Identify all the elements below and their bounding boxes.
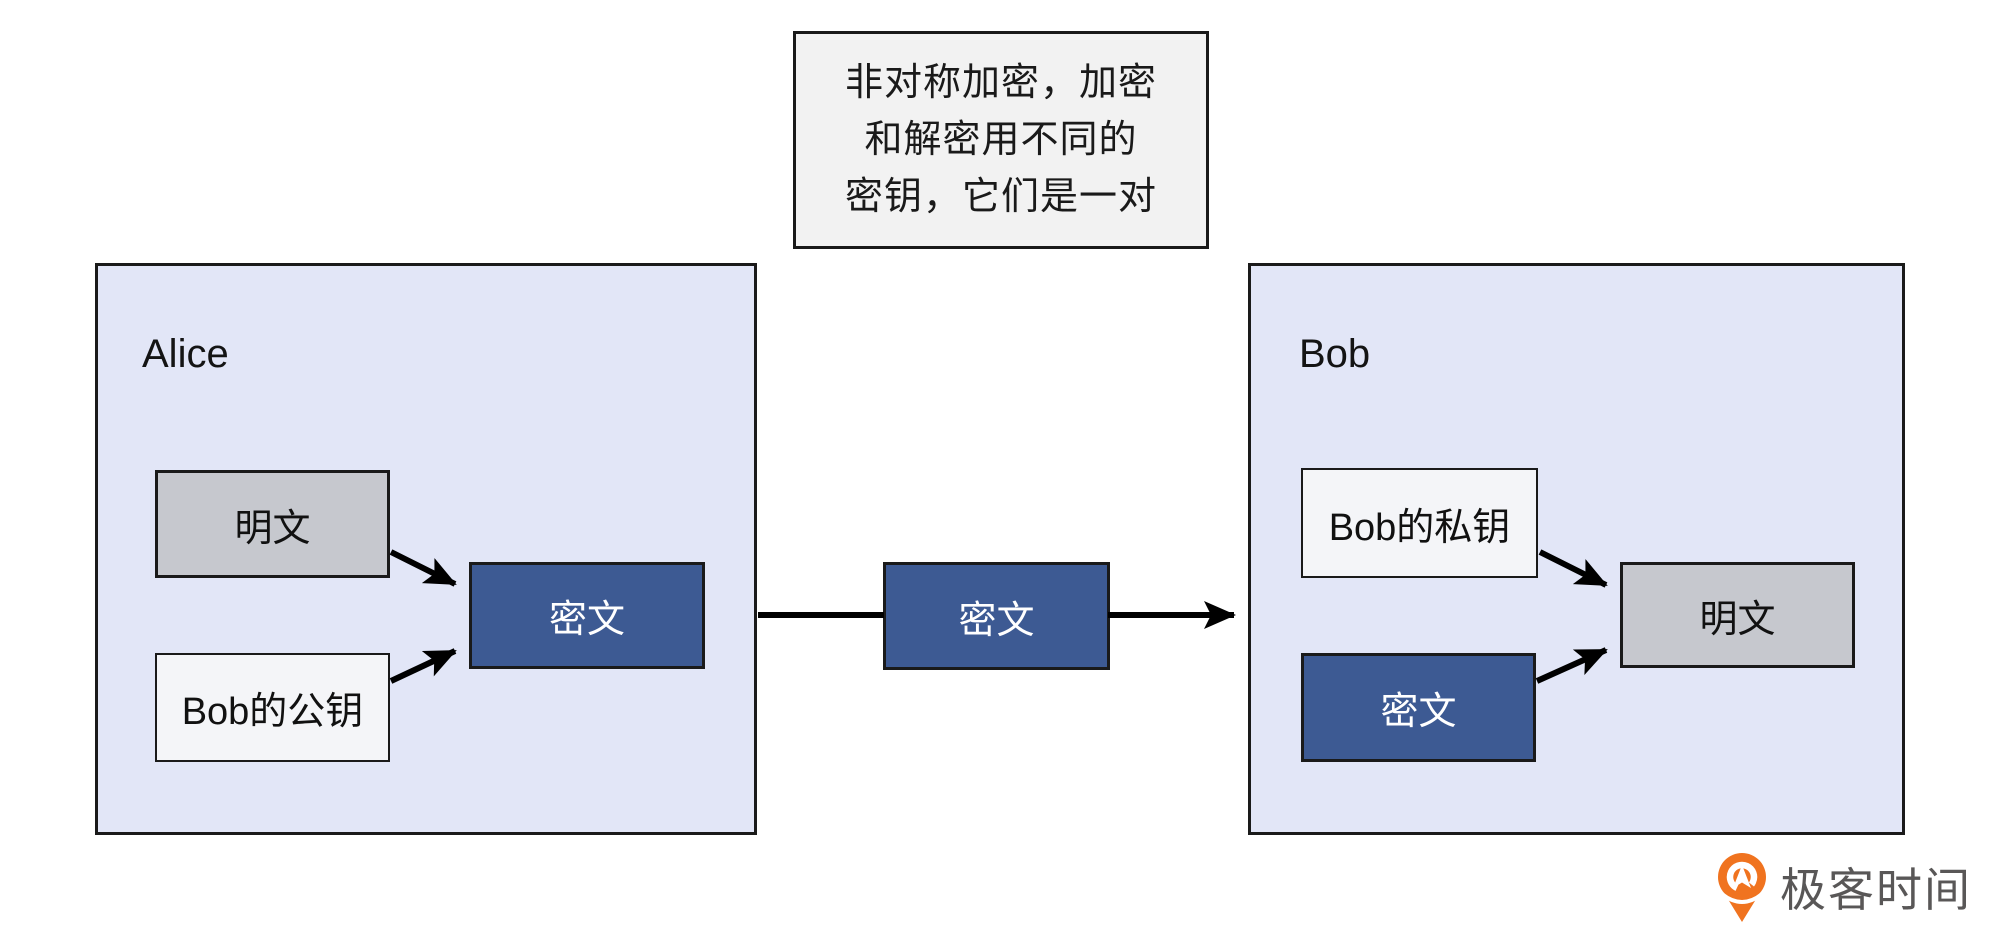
alice-ciphertext-box: 密文 [469, 562, 705, 669]
annotation-note: 非对称加密，加密 和解密用不同的 密钥，它们是一对 [793, 31, 1209, 249]
alice-plaintext-box: 明文 [155, 470, 390, 578]
geektime-logo-text: 极客时间 [1780, 864, 1972, 916]
channel-ciphertext-box: 密文 [883, 562, 1110, 670]
alice-panel-title: Alice [142, 332, 229, 376]
bob-panel: Bob Bob的私钥 密文 明文 [1248, 263, 1905, 835]
bob-plaintext-box: 明文 [1620, 562, 1855, 668]
note-line: 非对称加密，加密 [844, 61, 1157, 104]
geektime-pin-icon [1718, 853, 1766, 922]
note-line: 和解密用不同的 [864, 118, 1138, 161]
bob-panel-title: Bob [1299, 332, 1371, 376]
geektime-logo: 极客时间 [1716, 852, 1972, 924]
note-line: 密钥，它们是一对 [844, 175, 1157, 218]
bob-ciphertext-box: 密文 [1301, 653, 1536, 762]
alice-public-key-box: Bob的公钥 [155, 653, 390, 762]
bob-private-key-box: Bob的私钥 [1301, 468, 1538, 578]
alice-panel: Alice 明文 Bob的公钥 密文 [95, 263, 757, 835]
